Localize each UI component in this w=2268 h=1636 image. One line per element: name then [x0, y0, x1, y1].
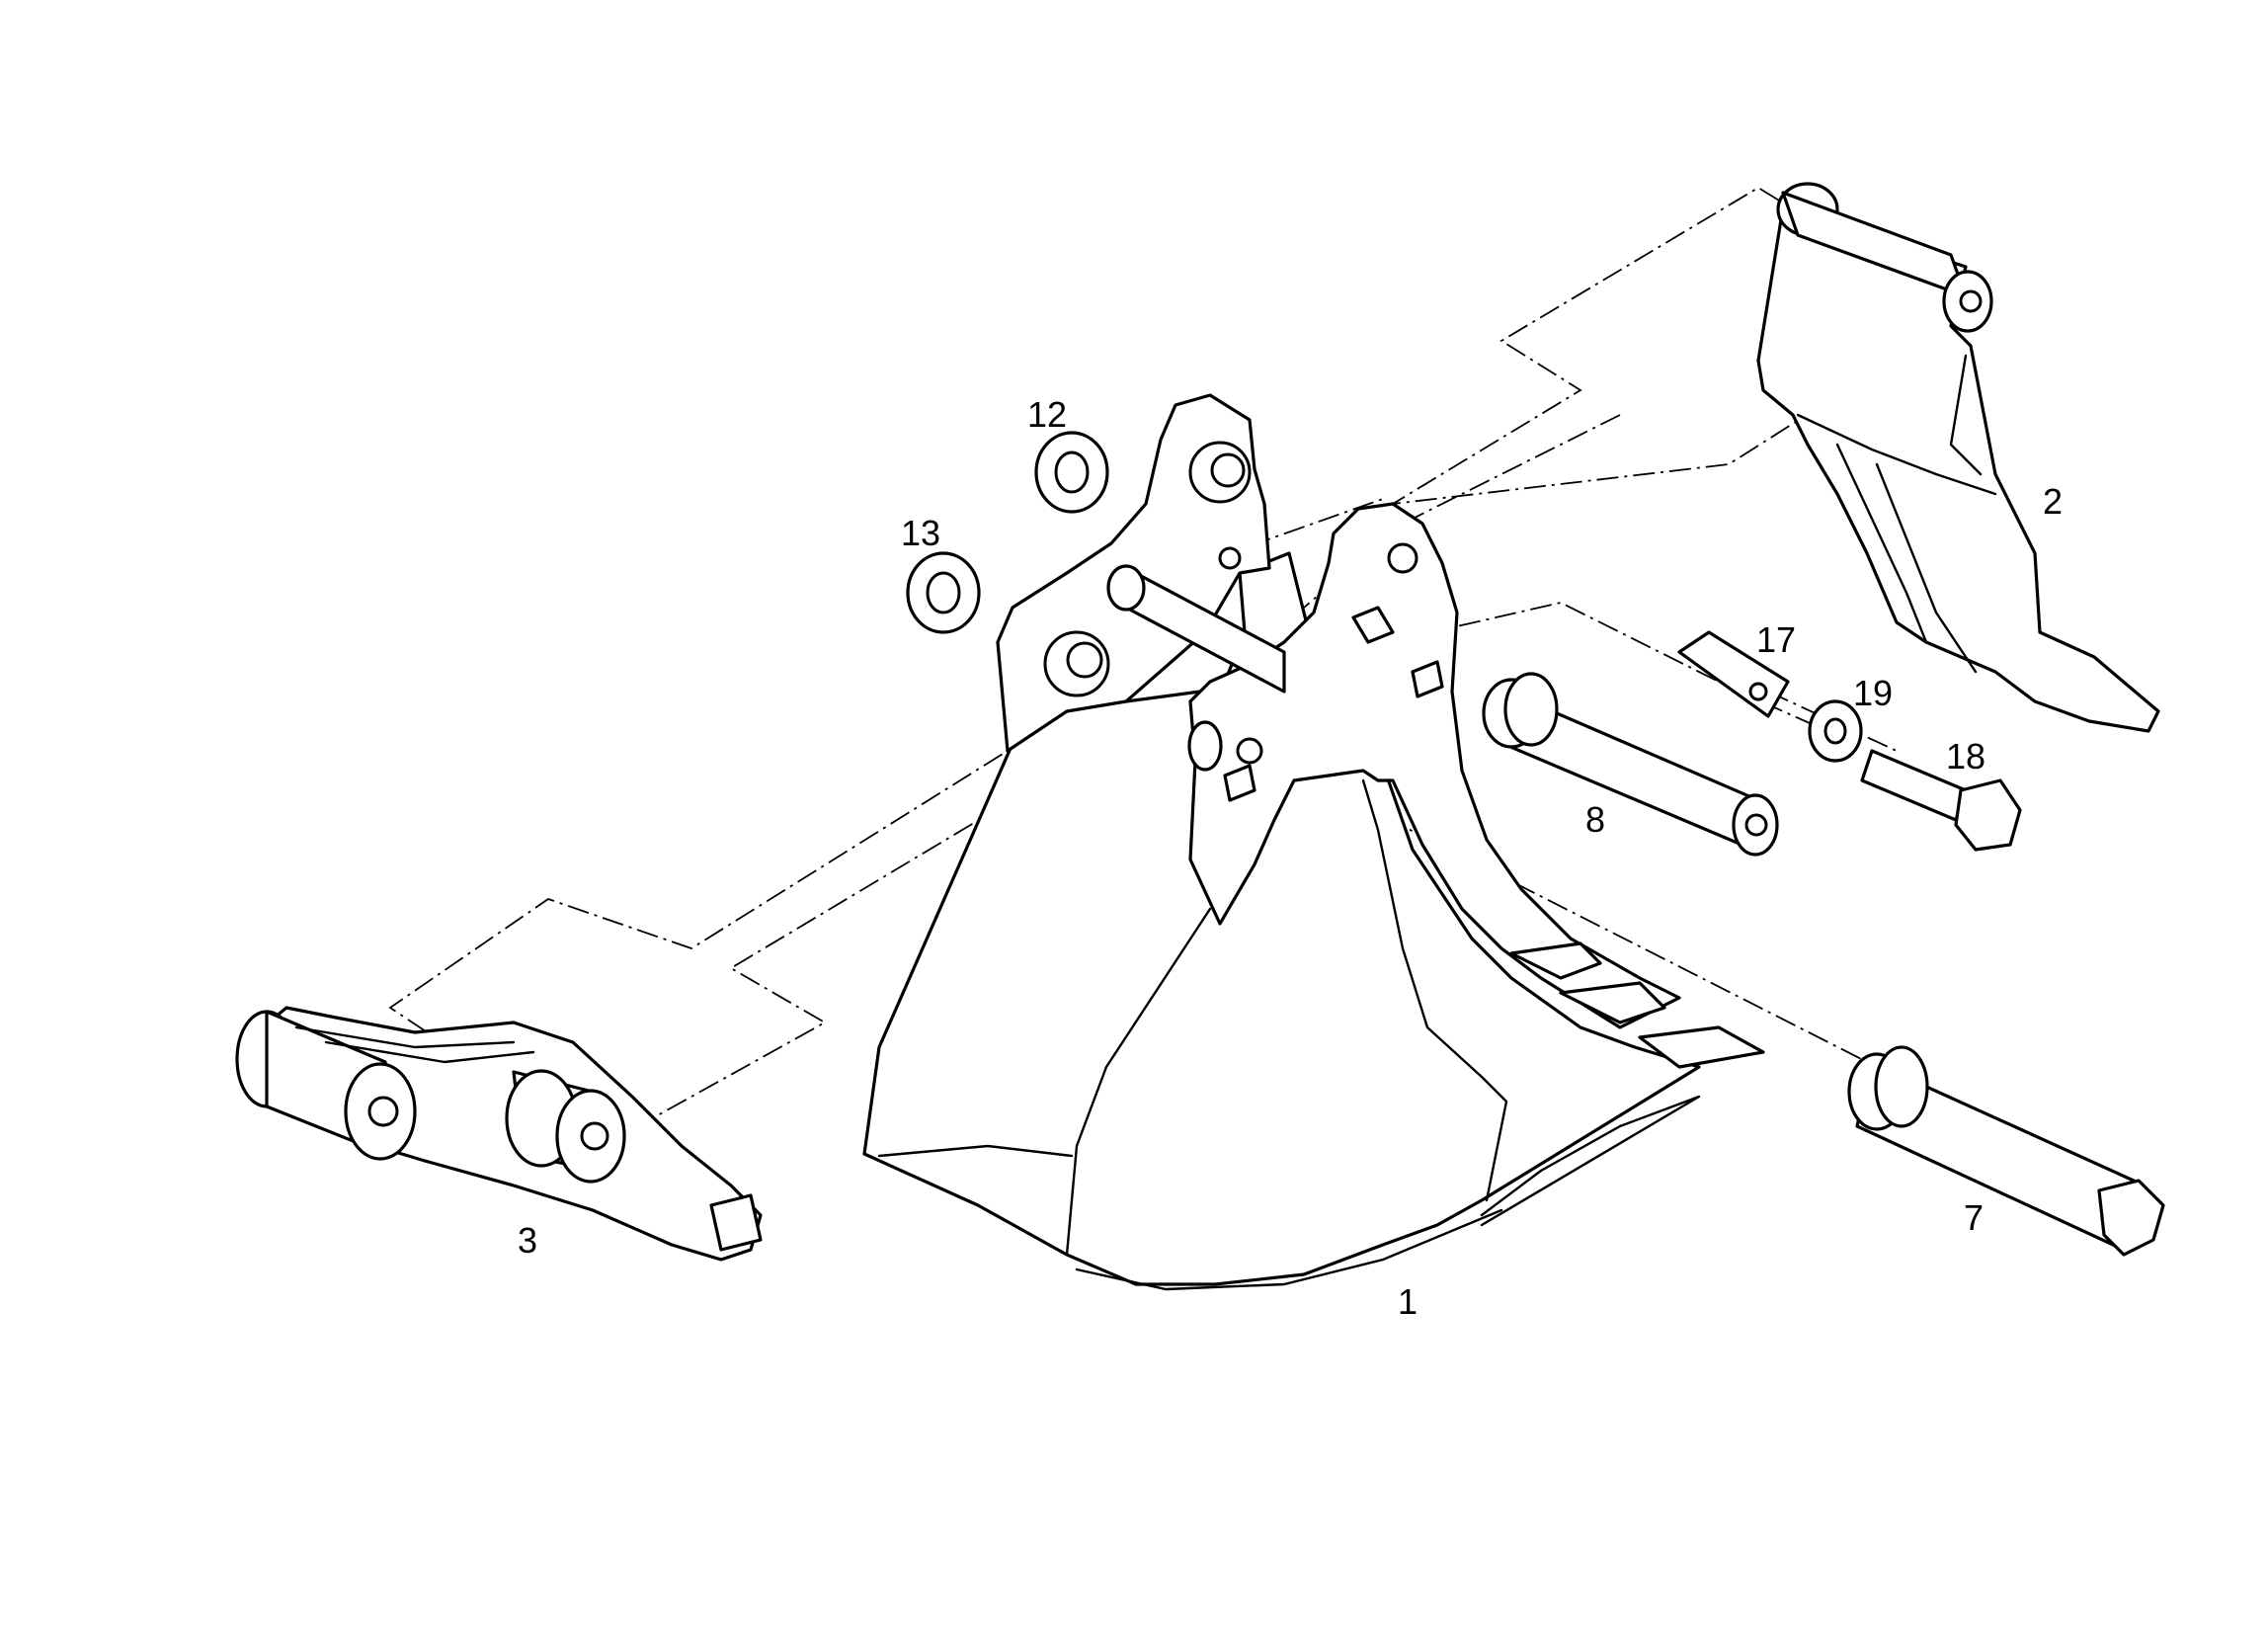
pin-upper [1482, 672, 1779, 857]
callout-17: 17 [1756, 619, 1796, 660]
washer [1808, 699, 1863, 763]
bolt [1860, 749, 2022, 852]
callout-2: 2 [2043, 481, 2063, 522]
lock-plate [1677, 630, 1790, 718]
bucket-link [235, 1006, 763, 1262]
callout-13: 13 [901, 513, 940, 553]
side-link [1756, 182, 2160, 733]
callout-18: 18 [1946, 736, 1985, 777]
callout-3: 3 [518, 1220, 537, 1261]
callout-7: 7 [1964, 1197, 1984, 1238]
shim-large [1034, 431, 1109, 514]
pin-lower [1847, 1045, 2165, 1257]
shim-small [906, 551, 981, 634]
callout-19: 19 [1853, 673, 1893, 713]
callout-12: 12 [1027, 394, 1067, 435]
callout-8: 8 [1585, 799, 1605, 840]
bucket [862, 393, 1765, 1291]
callout-labels: 1 2 3 7 8 12 13 17 18 19 [518, 394, 2063, 1322]
callout-1: 1 [1398, 1281, 1418, 1322]
